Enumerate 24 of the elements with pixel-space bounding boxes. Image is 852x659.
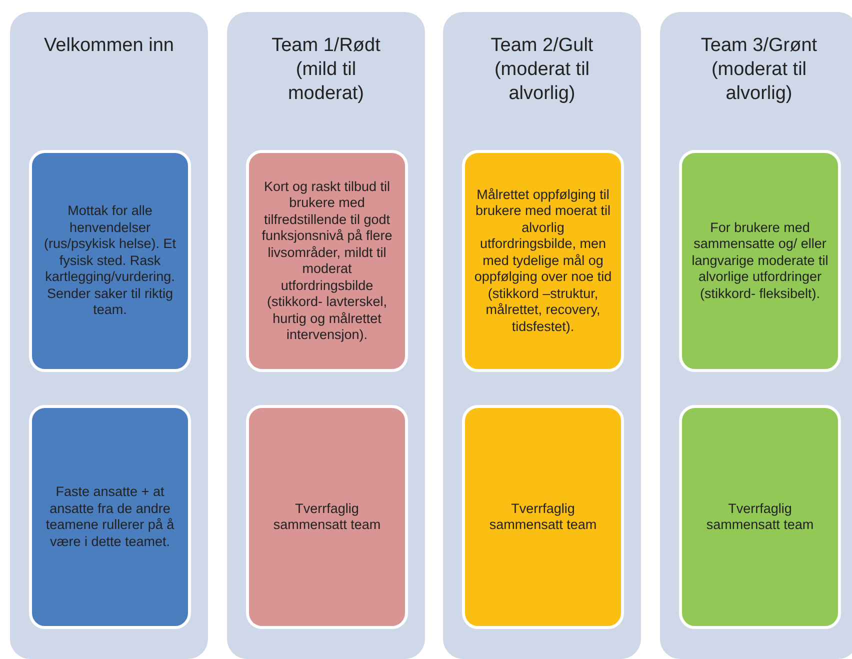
info-card [462, 405, 624, 629]
column-panel [227, 12, 425, 659]
card-text: Tverrfaglig sammensatt team [488, 500, 598, 534]
column-panel [10, 12, 208, 659]
info-card [679, 405, 841, 629]
card-text: Tverrfaglig sammensatt team [272, 500, 382, 534]
card-text: Tverrfaglig sammensatt team [705, 500, 815, 534]
info-card [246, 150, 408, 372]
info-card [246, 405, 408, 629]
card-text: Kort og raskt tilbud til brukere med tilfredstillende til godt funksjonsnivå på flere livsområder, mildt til moderat utfordringsbilde (stikkord- lavterskel, hurtig og målrettet intervensjon). [260, 178, 394, 344]
column-heading: Velkommen inn [44, 34, 174, 58]
column-heading: Team 3/Grønt (moderat til alvorlig) [700, 34, 818, 106]
info-card [29, 150, 191, 372]
column-panel [443, 12, 641, 659]
info-card [29, 405, 191, 629]
card-text: Målrettet oppfølging til brukere med moerat til alvorlig utfordringsbilde, men med tydelige mål og oppfølging over noe tid (stikkord –struktur, målrettet, recovery, tidsfestet). [473, 186, 613, 336]
column-heading: Team 1/Rødt (mild til moderat) [270, 34, 382, 106]
column-panel [660, 12, 852, 659]
info-card [462, 150, 624, 372]
info-card [679, 150, 841, 372]
card-text: Mottak for alle henvendelser (rus/psykisk helse). Et fysisk sted. Rask kartlegging/vurdering. Sender saker til riktig team. [42, 203, 178, 319]
card-text: Faste ansatte + at ansatte fra de andre teamene rullerer på å være i dette teamet. [44, 484, 176, 550]
column-heading: Team 2/Gult (moderat til alvorlig) [490, 34, 594, 106]
card-text: For brukere med sammensatte og/ eller langvarige moderate til alvorlige utfordringer (stikkord- fleksibelt). [690, 220, 830, 302]
